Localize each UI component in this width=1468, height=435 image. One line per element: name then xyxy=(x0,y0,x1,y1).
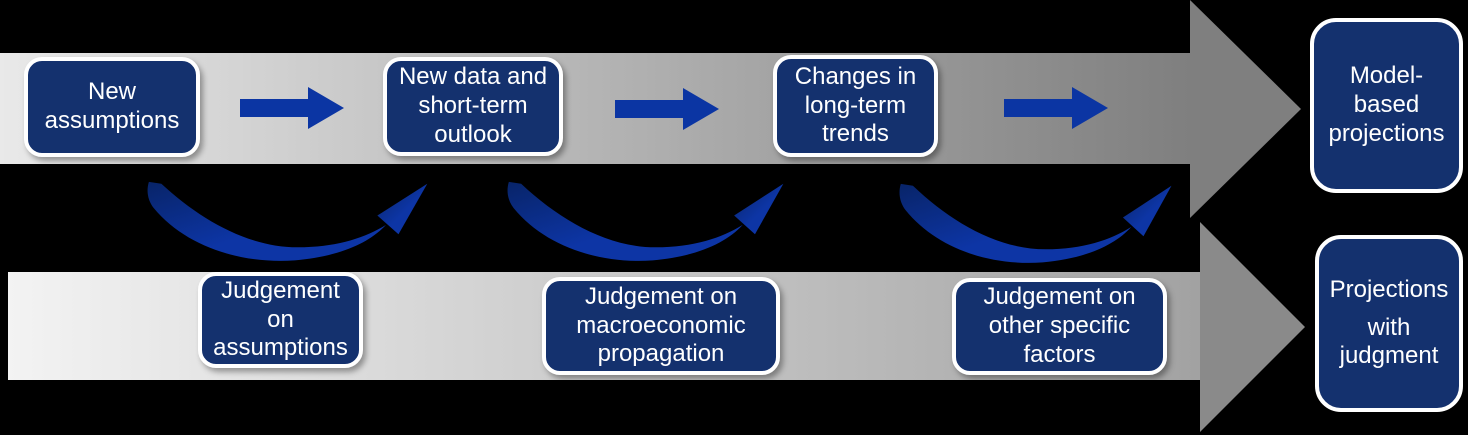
projections-with-judgment-line1: Projections xyxy=(1329,275,1449,303)
judgement-on-other-specific-factors-box: Judgement on other specific factors xyxy=(952,278,1167,375)
judgement-on-macroeconomic-propagation-box: Judgement on macroeconomic propagation xyxy=(542,277,780,375)
curved-feedback-arrow-icon xyxy=(147,181,428,261)
projections-with-judgment-box: Projections with judgment xyxy=(1315,235,1463,412)
model-based-projections-box: Model- based projections xyxy=(1310,18,1463,193)
bottom-process-arrow-head xyxy=(1200,222,1305,432)
changes-long-term-trends-box: Changes in long-term trends xyxy=(773,55,938,157)
curved-feedback-arrow-icon xyxy=(899,183,1172,263)
forward-arrow-icon xyxy=(240,87,344,129)
curved-feedback-arrow-icon xyxy=(507,181,784,261)
top-process-arrow-head xyxy=(1190,0,1301,218)
new-assumptions-box: New assumptions xyxy=(24,57,200,157)
judgement-on-assumptions-box: Judgement on assumptions xyxy=(198,272,363,368)
forward-arrow-icon xyxy=(615,88,719,130)
forward-arrow-icon xyxy=(1004,87,1108,129)
projections-with-judgment-line2: with judgment xyxy=(1339,313,1439,370)
new-data-short-term-outlook-box: New data and short-term outlook xyxy=(383,57,563,156)
